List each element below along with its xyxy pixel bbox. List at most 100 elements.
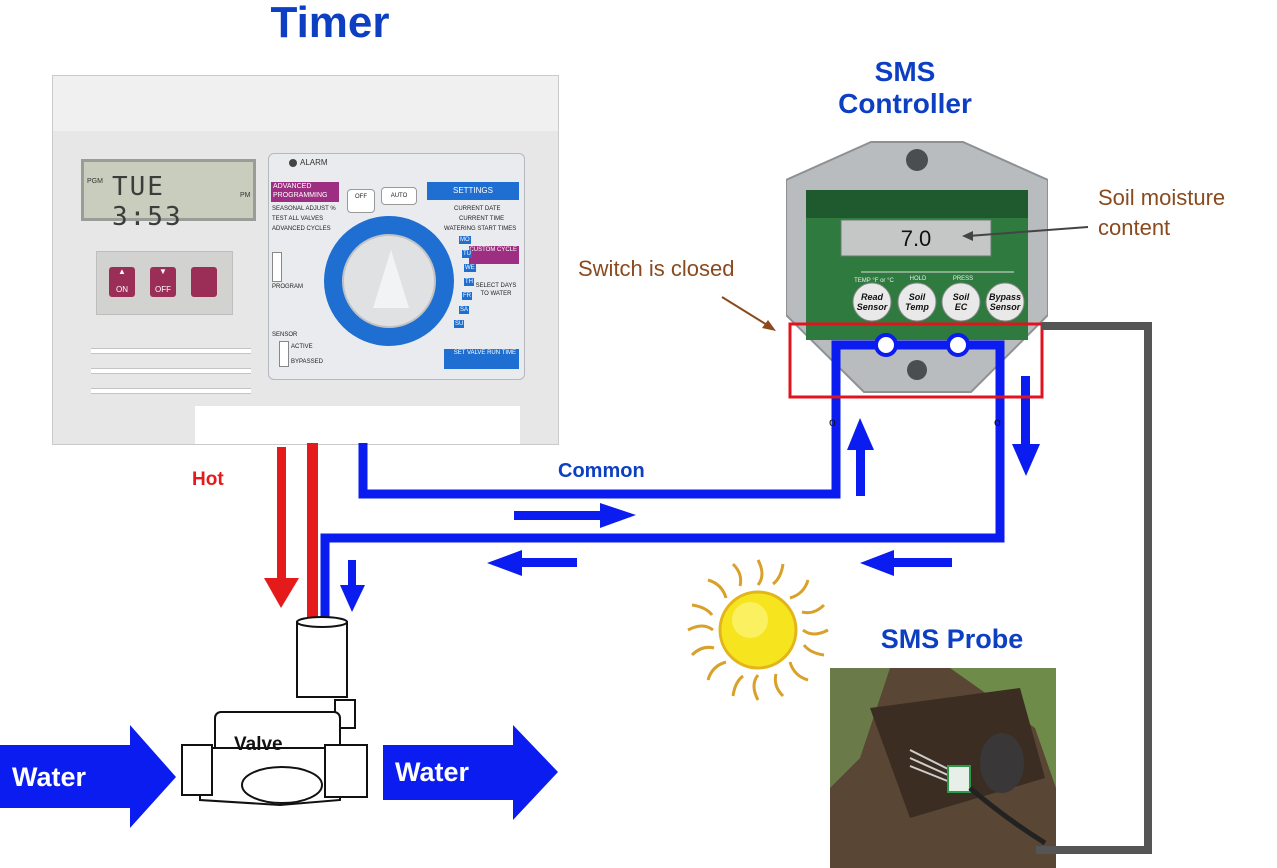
day-fr: FR: [462, 292, 472, 300]
sms-lcd: [840, 219, 992, 257]
sensor-bypassed-label: BYPASSED: [291, 359, 323, 365]
hot-wire-valve: [307, 443, 318, 626]
dial-knob: [342, 234, 436, 328]
valve-lower-body: [241, 766, 323, 804]
pointer-arrowhead: [962, 231, 973, 241]
flow-arrow-icon: [847, 418, 874, 496]
sms-controller-device: 7.0 TEMP °F or °C HOLD PRESS Read Sensor…: [786, 141, 1048, 393]
sensor-switch[interactable]: [279, 341, 289, 367]
read-sensor-line2: Sensor: [857, 302, 888, 312]
program-label: PROGRAM: [272, 284, 304, 290]
switch-terminal-left: [874, 333, 898, 357]
sms-bottom-screw-hole: [907, 360, 927, 380]
hot-arrow-icon: [264, 578, 299, 608]
pointer-arrow-icon: [721, 296, 773, 329]
water-in-label: Water: [12, 762, 87, 792]
sensor-label: SENSOR: [272, 332, 298, 338]
alarm-indicator: ALARM: [289, 158, 328, 167]
probe-head: [947, 765, 971, 793]
timer-bottom-strip: [195, 406, 520, 444]
sms-probe-title: SMS Probe: [880, 624, 1024, 654]
read-sensor-line1: Read: [861, 292, 884, 302]
switch-terminal-right: [946, 333, 970, 357]
sensor-active-label: ACTIVE: [291, 344, 313, 350]
day-we: WE: [464, 264, 476, 272]
timer-off-label: OFF: [155, 285, 171, 294]
timer-vent: [91, 368, 251, 374]
soil-temp-button-shape: [897, 282, 937, 322]
soil-moisture-label: Soil moisture content: [1098, 183, 1277, 243]
timer-off-button[interactable]: ▼OFF: [150, 267, 176, 297]
sms-top-screw-hole: [906, 149, 928, 171]
sms-mini-label-press: PRESS: [953, 276, 973, 282]
menu-left-2: TEST ALL VALVES: [272, 216, 324, 222]
program-dial[interactable]: [324, 216, 454, 346]
timer-lcd-display: PGM TUE 3:53 PM: [81, 159, 256, 232]
bypass-sensor-line1: Bypass: [989, 292, 1021, 302]
set-valve-run-time-label: SET VALVE RUN TIME: [444, 349, 519, 369]
timer-vent: [91, 348, 251, 354]
timer-pm-label: PM: [240, 192, 251, 199]
settings-label: SETTINGS: [427, 182, 519, 200]
wire-end-mark: o: [994, 415, 1001, 429]
soil-ec-button-shape: [941, 282, 981, 322]
menu-right-1: CURRENT DATE: [454, 206, 501, 212]
sms-title-line1: SMS: [874, 56, 936, 87]
timer-lcd-text: TUE 3:53: [112, 172, 183, 232]
flow-arrow-icon: [1012, 376, 1040, 476]
timer-third-button[interactable]: [191, 267, 217, 297]
timer-button-box: ▲ON ▼OFF: [96, 251, 233, 315]
timer-top-panel: [53, 76, 558, 131]
probe-rod: [909, 749, 951, 771]
soil-temp-line1: Soil: [909, 292, 926, 302]
water-out-arrow-icon: [383, 725, 558, 820]
water-out-label: Water: [395, 757, 470, 787]
day-su: SU: [454, 320, 465, 328]
timer-on-label: ON: [116, 285, 128, 294]
hot-wire-down: [277, 447, 286, 587]
probe-grass-left: [830, 668, 890, 788]
probe-stone: [980, 733, 1024, 793]
soil-moisture-line2: content: [1098, 215, 1171, 240]
program-switch[interactable]: [272, 252, 282, 282]
probe-rod: [909, 765, 951, 783]
flow-arrow-icon: [487, 550, 577, 576]
timer-control-panel: ALARM ADVANCED PROGRAMMING OFF AUTO SETT…: [268, 153, 525, 380]
timer-vent: [91, 388, 251, 394]
valve-inlet-fitting: [181, 744, 213, 796]
flow-arrow-icon: [860, 550, 952, 576]
valve-solenoid-top: [296, 616, 348, 628]
pointer-arrowhead: [762, 320, 776, 331]
sun-icon: [687, 559, 829, 701]
menu-right-2: CURRENT TIME: [459, 216, 505, 222]
flow-arrow-icon: [514, 503, 636, 528]
soil-ec-line2: EC: [955, 302, 968, 312]
probe-grass: [950, 668, 1056, 788]
select-days-label: SELECT DAYS TO WATER: [475, 283, 517, 297]
probe-rod: [909, 757, 951, 777]
valve-solenoid: [296, 621, 348, 698]
sms-mini-label-hold: HOLD: [910, 276, 927, 282]
dial-pointer: [373, 250, 409, 308]
soil-temp-line2: Temp: [905, 302, 929, 312]
timer-device: PGM TUE 3:53 PM ▲ON ▼OFF ALARM ADVANCED …: [52, 75, 559, 445]
common-wire-loop: [320, 340, 1005, 622]
switch-closed-label: Switch is closed: [578, 256, 735, 281]
flow-arrow-icon: [340, 560, 365, 612]
menu-left-1: SEASONAL ADJUST %: [272, 206, 336, 212]
menu-left-3: ADVANCED CYCLES: [272, 226, 331, 232]
soil-moisture-line1: Soil moisture: [1098, 185, 1226, 210]
auto-position: AUTO: [381, 187, 417, 205]
timer-title: Timer: [270, 0, 390, 47]
sms-probe-photo: [830, 668, 1056, 868]
common-label: Common: [558, 460, 645, 482]
advanced-programming-label: ADVANCED PROGRAMMING: [271, 182, 339, 202]
probe-cable: [968, 786, 1047, 846]
timer-on-button[interactable]: ▲ON: [109, 267, 135, 297]
pointer-arrow-icon: [967, 226, 1089, 237]
bypass-sensor-button-shape: [985, 282, 1025, 322]
menu-right-3: WATERING START TIMES: [444, 226, 517, 232]
valve-outlet-fitting: [324, 744, 368, 798]
switch-highlight-box: [788, 322, 1044, 399]
